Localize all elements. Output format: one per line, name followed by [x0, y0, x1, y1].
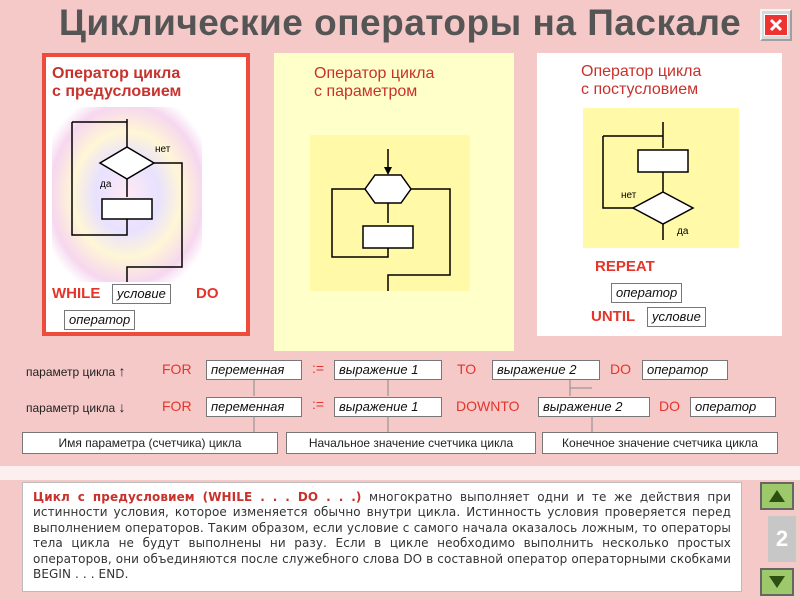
kw-until: UNTIL [591, 308, 636, 325]
arrow-up-icon [769, 490, 785, 502]
assign-1: := [312, 360, 325, 376]
var-box-1: переменная [206, 360, 302, 380]
kw-while: WHILE [52, 285, 101, 302]
close-button[interactable] [760, 9, 792, 41]
panel-parameter-title: Оператор цикла с параметром [314, 65, 435, 100]
parameter-flowchart [310, 135, 470, 291]
post-operator-box: оператор [611, 283, 683, 303]
row1-label: параметр цикла ↑ [26, 363, 126, 379]
kw-do-1: DO [610, 361, 631, 377]
legend-end-value: Конечное значение счетчика цикла [542, 432, 778, 454]
pre-condition-box: условие [112, 284, 171, 304]
panel-postcondition: Оператор цикла с постусловием нет да REP… [537, 53, 782, 336]
kw-do-2: DO [659, 398, 680, 414]
legend-param-name: Имя параметра (счетчика) цикла [22, 432, 278, 454]
kw-for-2: FOR [162, 398, 192, 414]
postcondition-flowchart: нет да [583, 108, 739, 248]
op-box-1: оператор [642, 360, 728, 380]
panel-precondition-title: Оператор цикла с предусловием [52, 65, 182, 100]
panel-postcondition-title: Оператор цикла с постусловием [581, 63, 702, 98]
next-slide-button[interactable] [760, 568, 794, 596]
kw-repeat: REPEAT [595, 258, 655, 275]
flow-yes-label: да [100, 179, 112, 190]
kw-for-1: FOR [162, 361, 192, 377]
flow-no-label: нет [621, 190, 637, 201]
legend-start-value: Начальное значение счетчика цикла [286, 432, 536, 454]
close-icon [764, 14, 788, 36]
kw-do: DO [196, 285, 219, 302]
flow-no-label: нет [155, 144, 171, 155]
description-text: Цикл с предусловием (WHILE . . . DO . . … [33, 490, 731, 582]
assign-2: := [312, 396, 325, 412]
page-number: 2 [768, 516, 796, 562]
expr2-box-2: выражение 2 [538, 397, 650, 417]
panel-parameter: Оператор цикла с параметром [274, 53, 514, 351]
var-box-2: переменная [206, 397, 302, 417]
precondition-flowchart: нет да [52, 107, 202, 282]
panel-precondition: Оператор цикла с предусловием нет да WHI… [42, 53, 250, 336]
op-box-2: оператор [690, 397, 776, 417]
page-title: Циклические операторы на Паскале [58, 2, 742, 43]
kw-to: TO [457, 361, 477, 377]
for-connector-lines [253, 380, 593, 432]
divider-strip [0, 466, 800, 480]
description-box: Цикл с предусловием (WHILE . . . DO . . … [22, 482, 742, 592]
expr1-box-1: выражение 1 [334, 360, 442, 380]
post-condition-box: условие [647, 307, 706, 327]
expr2-box-1: выражение 2 [492, 360, 600, 380]
prev-slide-button[interactable] [760, 482, 794, 510]
kw-downto: DOWNTO [456, 398, 520, 414]
arrow-down-icon [769, 576, 785, 588]
pre-operator-box: оператор [64, 310, 136, 330]
flow-yes-label: да [677, 226, 689, 237]
row2-label: параметр цикла ↓ [26, 399, 126, 415]
